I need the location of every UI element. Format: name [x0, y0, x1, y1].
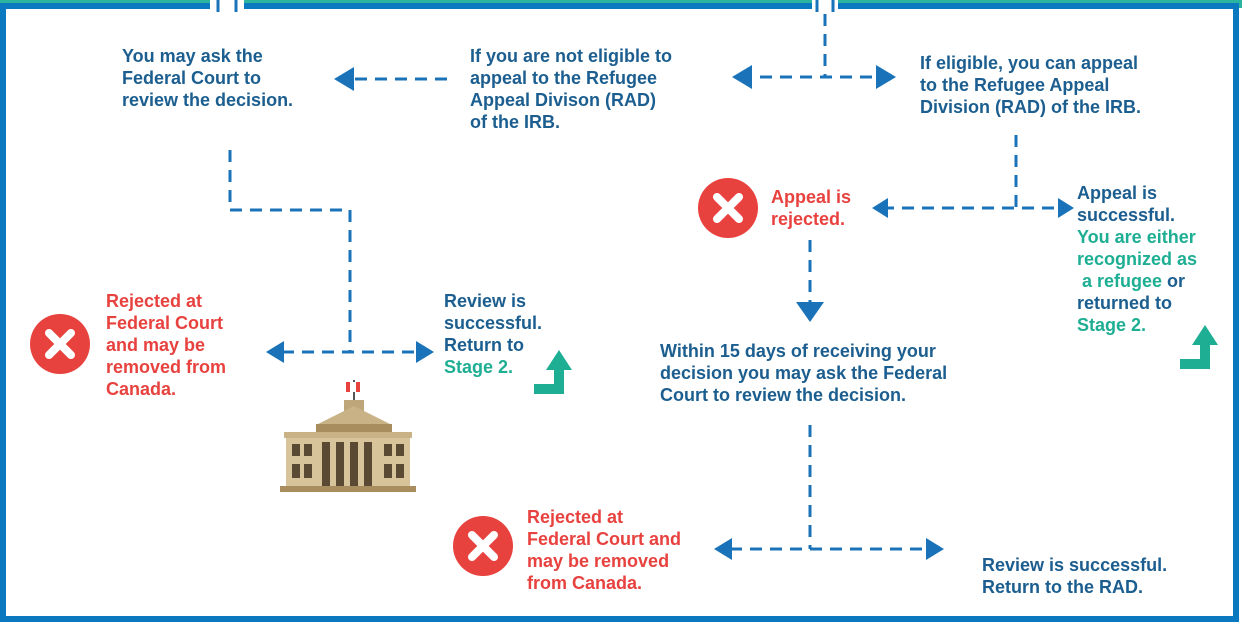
- frame-border: [0, 3, 1239, 622]
- close-x-icon: [30, 314, 90, 374]
- text-line: Appeal is: [1077, 183, 1158, 203]
- text-line: If eligible, you can appeal: [920, 53, 1139, 73]
- text-line: Stage 2.: [1077, 315, 1147, 335]
- text-line: Appeal is: [771, 187, 852, 207]
- text-line: Appeal Divison (RAD): [470, 90, 657, 110]
- text-line: Canada.: [106, 379, 177, 399]
- node-eligible: If eligible, you can appeal to the Refug…: [920, 52, 1141, 118]
- text-line: may be removed: [527, 551, 670, 571]
- return-up-arrow-icon: [534, 350, 572, 394]
- text-line: Rejected at: [106, 291, 203, 311]
- arrowhead-right: [876, 65, 896, 89]
- connectors: [228, 14, 1062, 551]
- arrowhead-left: [334, 67, 354, 91]
- text-line: Review is: [444, 291, 527, 311]
- text-line: from Canada.: [527, 573, 643, 593]
- node-appeal-rejected: Appeal is rejected.: [771, 186, 851, 230]
- frame-left-accent: [0, 20, 6, 120]
- node-rejected-federal-court-left: Rejected at Federal Court and may be rem…: [106, 290, 226, 400]
- arrowhead-right: [1058, 198, 1074, 218]
- arrowhead-left: [732, 65, 752, 89]
- text-line: appeal to the Refugee: [470, 68, 658, 88]
- courthouse-with-canadian-flag-icon: [280, 380, 416, 492]
- text-line: rejected.: [771, 209, 846, 229]
- text-line: Stage 2.: [444, 357, 514, 377]
- text-line: returned to: [1077, 293, 1173, 313]
- text-line: Court to review the decision.: [660, 385, 907, 405]
- text-line: of the IRB.: [470, 112, 560, 132]
- arrowhead-left: [714, 538, 732, 560]
- text-line: Return to the RAD.: [982, 577, 1143, 597]
- close-x-icon: [453, 516, 513, 576]
- entry-notch-left: [210, 0, 244, 12]
- text-line: Review is successful.: [982, 555, 1168, 575]
- text-line: Federal Court: [106, 313, 224, 333]
- node-not-eligible: If you are not eligible to appeal to the…: [470, 45, 672, 133]
- node-review-successful-bottom: Review is successful. Return to the RAD.: [982, 554, 1167, 598]
- connector-bottom-branch: [730, 425, 928, 551]
- text-line: to the Refugee Appeal: [920, 75, 1110, 95]
- arrowhead-right: [926, 538, 944, 560]
- arrowhead-left: [872, 198, 888, 218]
- text-line: and may be: [106, 335, 206, 355]
- text-line: If you are not eligible to: [470, 46, 673, 66]
- node-within-15-days: Within 15 days of receiving your decisio…: [660, 340, 947, 406]
- arrowheads: [266, 65, 1074, 560]
- connector-rad-split: [882, 135, 1062, 210]
- text-line: You may ask the: [122, 46, 263, 66]
- text-line: removed from: [106, 357, 227, 377]
- arrowhead-right: [416, 341, 434, 363]
- close-x-icon: [698, 178, 758, 238]
- text-line: review the decision.: [122, 90, 294, 110]
- node-rejected-federal-court-bottom: Rejected at Federal Court and may be rem…: [527, 506, 681, 594]
- arrowhead-left: [266, 341, 284, 363]
- node-ask-federal-court: You may ask the Federal Court to review …: [122, 45, 293, 111]
- connector-eligibility-fork: [740, 14, 880, 79]
- text-line: Return to: [444, 335, 524, 355]
- arrowhead-down: [796, 302, 824, 322]
- text-line: Division (RAD) of the IRB.: [920, 97, 1141, 117]
- text-line: successful.: [1077, 205, 1176, 225]
- text-line: successful.: [444, 313, 543, 333]
- text-line: recognized as: [1077, 249, 1198, 269]
- text-fragment: a refugee: [1077, 271, 1163, 291]
- text-line: You are either: [1077, 227, 1196, 247]
- text-fragment: or: [1162, 271, 1186, 291]
- node-review-successful-left: Review is successful. Return to Stage 2.: [444, 290, 542, 378]
- connector-left-branch: [228, 150, 352, 352]
- text-line: decision you may ask the Federal: [660, 363, 948, 383]
- node-appeal-successful: Appeal is successful. You are either rec…: [1077, 182, 1197, 336]
- text-line: Rejected at: [527, 507, 624, 527]
- text-line: Federal Court to: [122, 68, 262, 88]
- text-line: a refugee or: [1077, 270, 1197, 292]
- text-line: Within 15 days of receiving your: [660, 341, 936, 361]
- return-up-arrow-icon: [1180, 325, 1218, 369]
- text-line: Federal Court and: [527, 529, 682, 549]
